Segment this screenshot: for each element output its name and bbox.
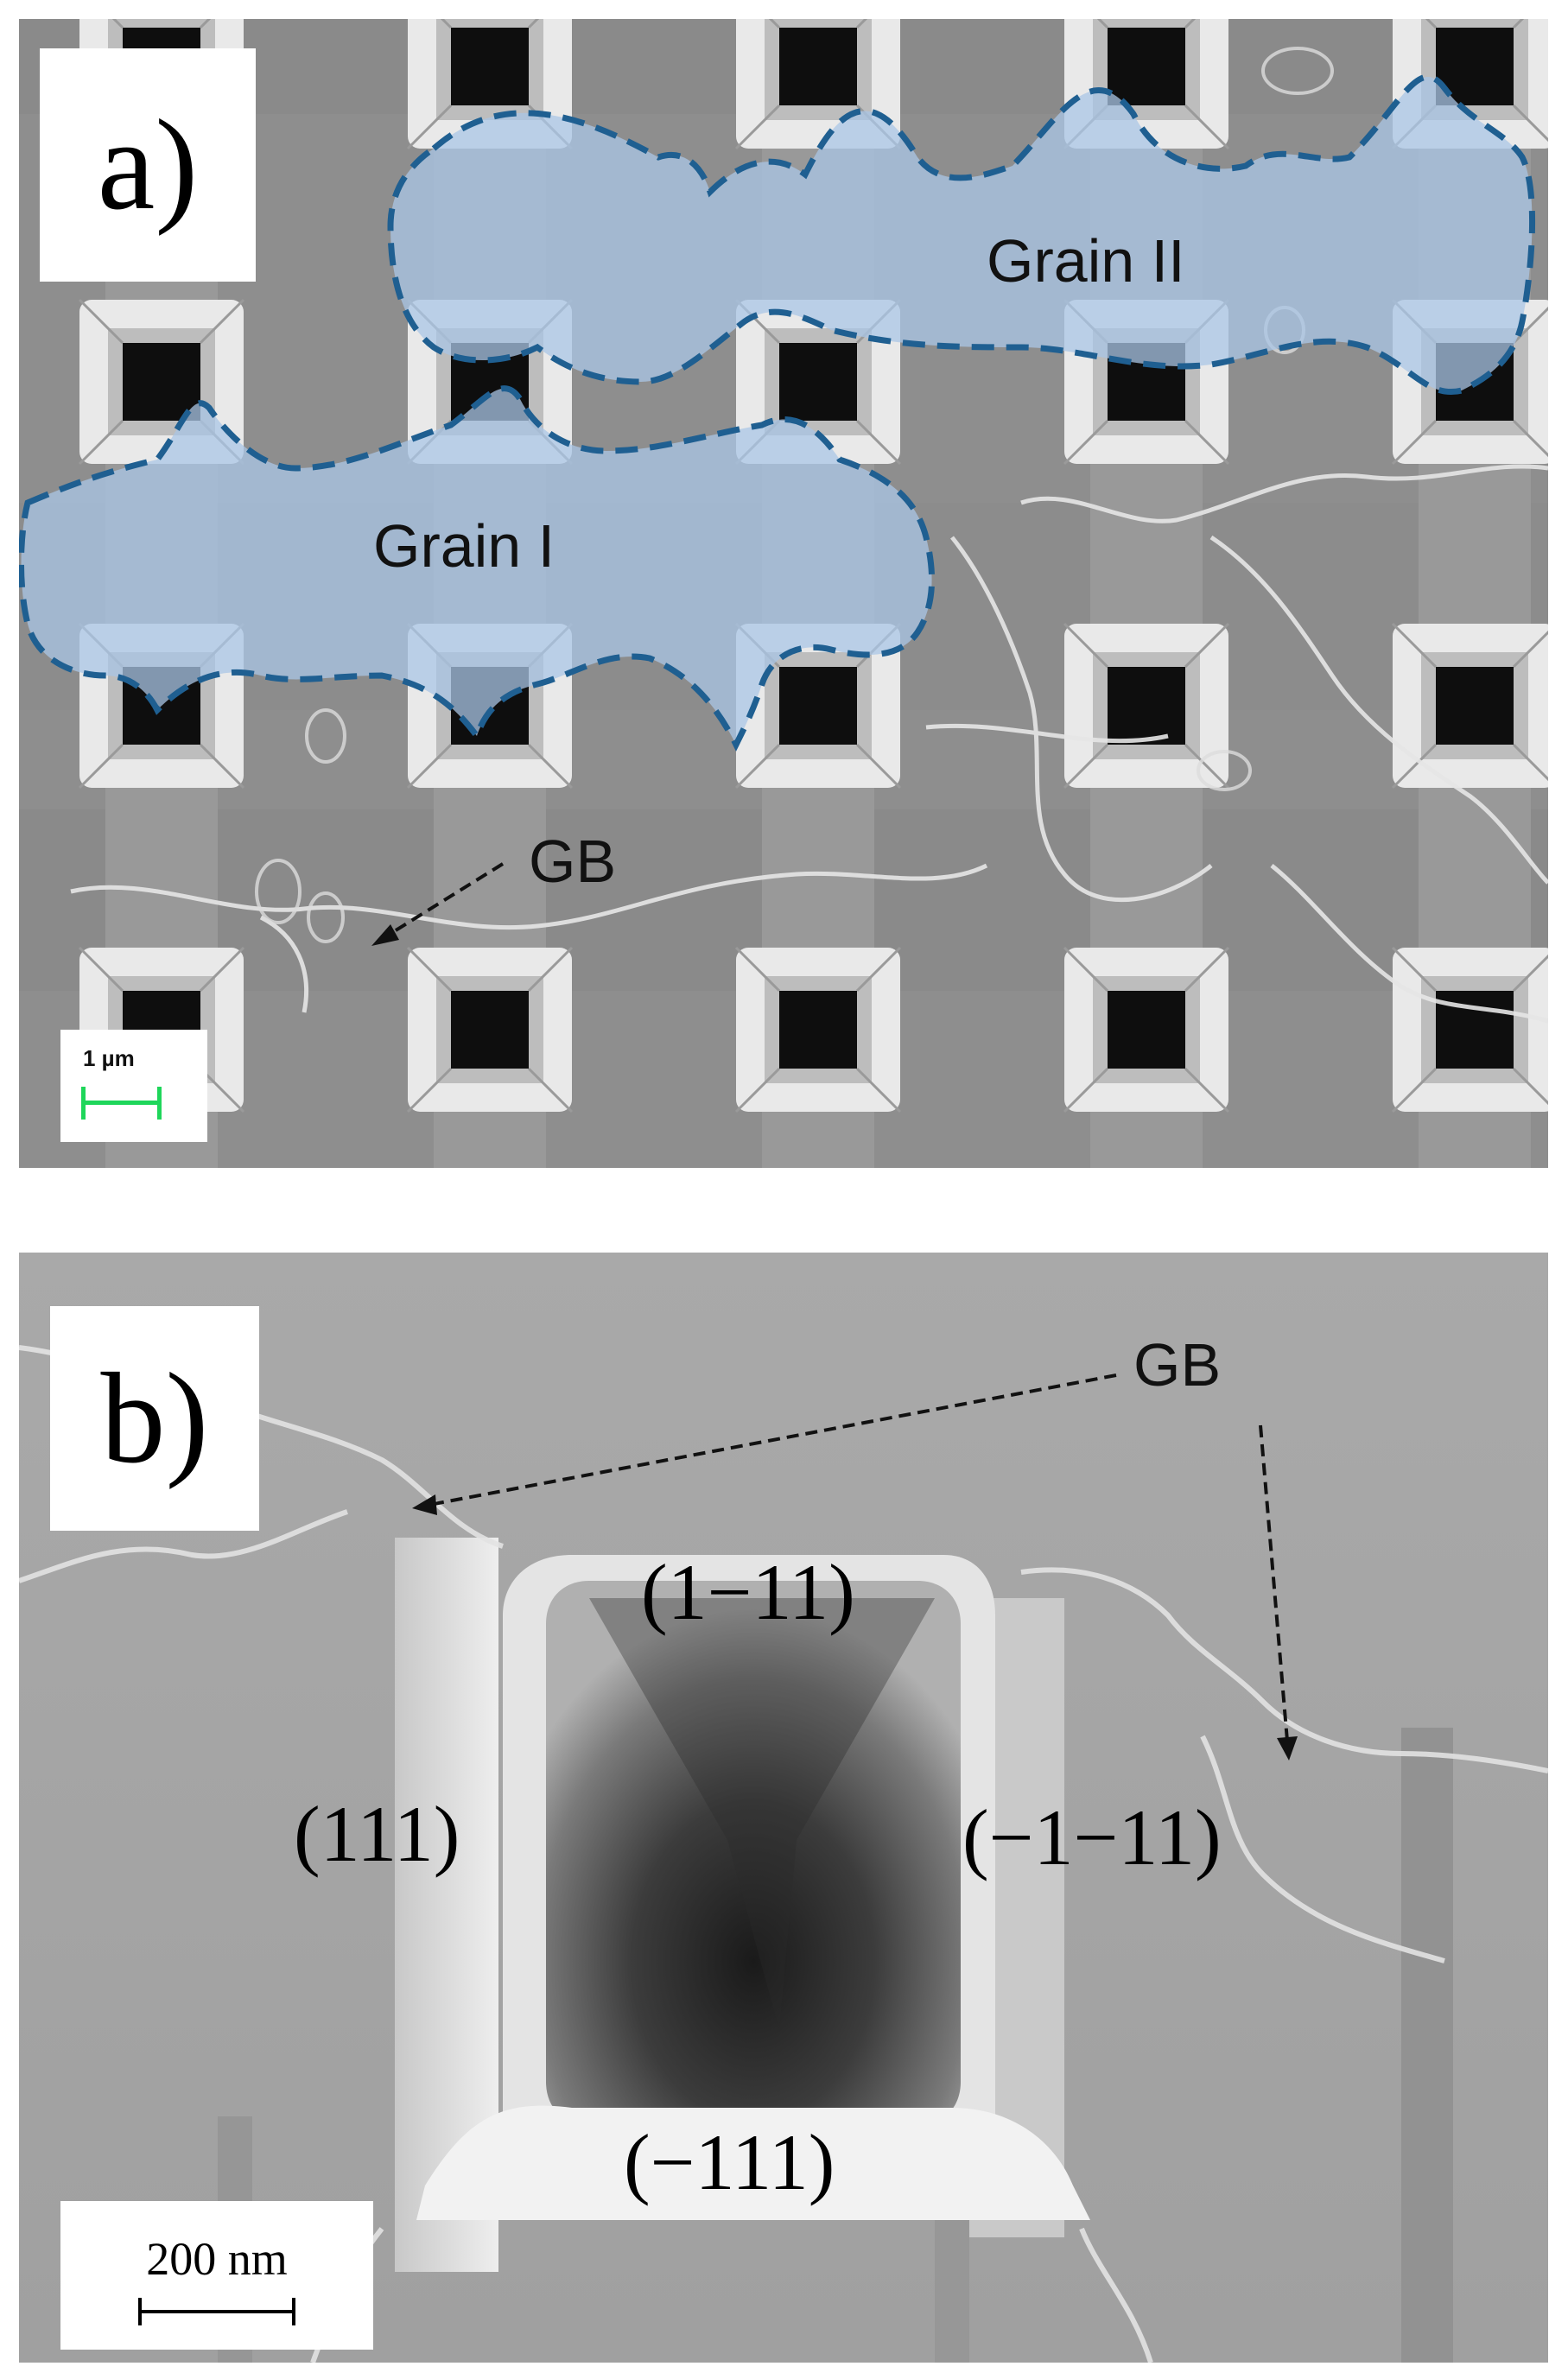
facet-label-top: (1−11) (641, 1548, 855, 1636)
scale-bar-a-text: 1 µm (83, 1045, 135, 1071)
panel-label-b: b) (50, 1306, 259, 1531)
sem-image-panel-a: a) Grain II Grain I GB 1 µm (19, 19, 1548, 1168)
sem-micrograph-b (19, 1253, 1548, 2363)
panel-label-a: a) (40, 48, 256, 282)
pit (734, 946, 902, 1113)
gb-label-a: GB (529, 828, 617, 895)
scale-bar-b-line (138, 2310, 295, 2313)
pit (1063, 622, 1230, 790)
pit (1391, 946, 1548, 1113)
pit (406, 946, 574, 1113)
scale-bar-b: 200 nm (60, 2201, 373, 2350)
facet-label-right: (−1−11) (962, 1793, 1222, 1881)
facet-label-bottom: (−111) (624, 2118, 835, 2206)
scale-bar-b-tick-right (292, 2298, 295, 2325)
gb-label-b: GB (1133, 1331, 1222, 1399)
scale-bar-a-line (81, 1101, 161, 1105)
scale-bar-a-tick-left (81, 1087, 86, 1120)
scale-bar-b-text: 200 nm (146, 2233, 288, 2285)
facet-label-left: (111) (294, 1790, 460, 1878)
sem-image-panel-b: b) GB (1−11) (111) (−1−11) (−111) 200 nm (19, 1253, 1548, 2363)
pit (1063, 946, 1230, 1113)
grain-2-label: Grain II (987, 227, 1185, 295)
grain-1-label: Grain I (373, 512, 555, 580)
scale-bar-a-tick-right (157, 1087, 162, 1120)
pit (734, 622, 902, 790)
pit (1391, 622, 1548, 790)
scale-bar-a: 1 µm (60, 1030, 207, 1142)
scale-bar-b-tick-left (138, 2298, 142, 2325)
sem-micrograph-a (19, 19, 1548, 1168)
